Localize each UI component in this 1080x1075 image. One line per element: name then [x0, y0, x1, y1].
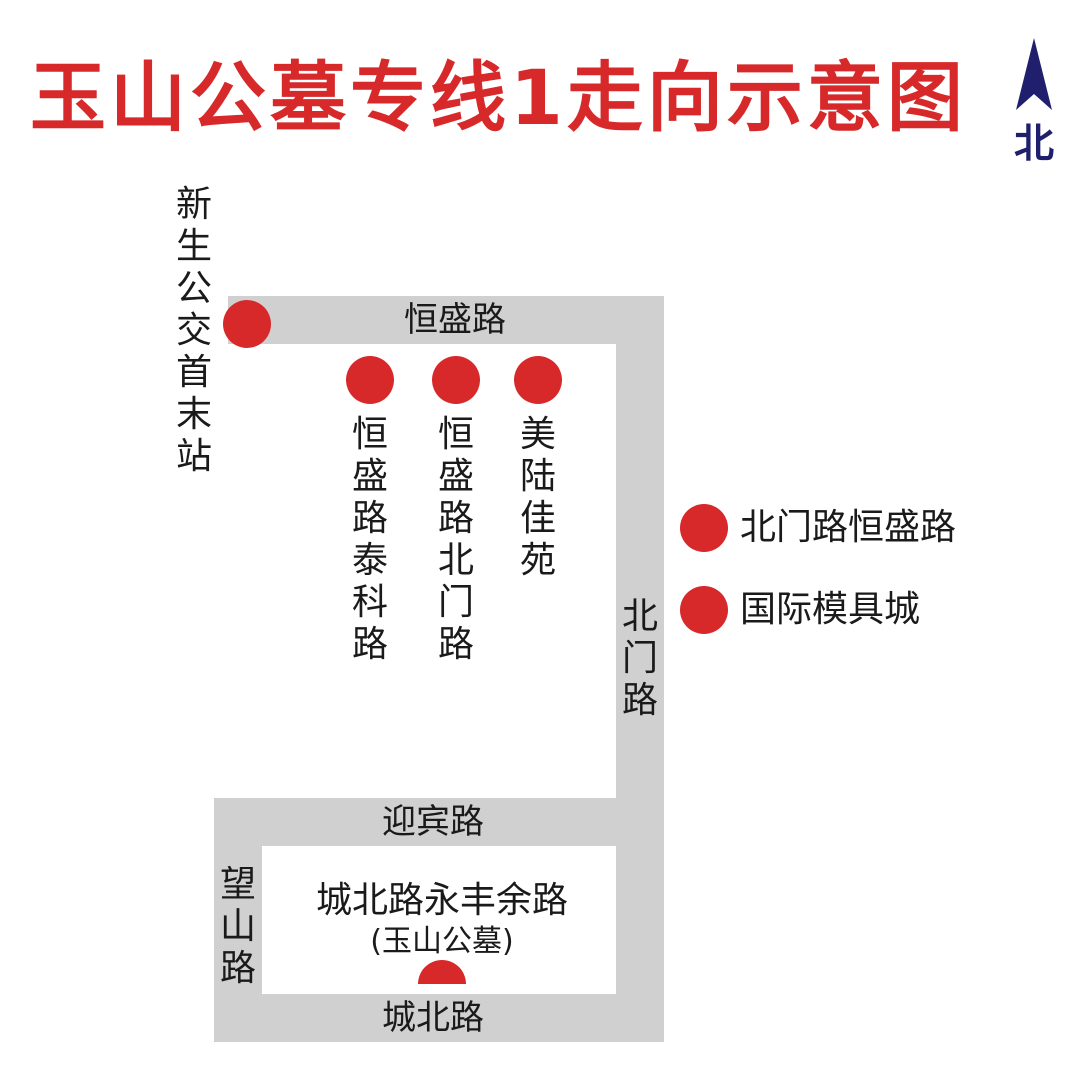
road-chengbei: [214, 994, 664, 1042]
stop-dot-guoji-mojucheng: [680, 586, 728, 634]
road-label-yingbin: 迎宾路: [382, 802, 484, 842]
road-label-wangshan: 望山路: [219, 864, 256, 989]
road-label-chengbei: 城北路: [382, 998, 484, 1038]
stop-label-guoji-mojucheng: 国际模具城: [740, 589, 921, 630]
stop-dot-beimen-hengsheng: [680, 504, 728, 552]
north-arrow-icon: [1016, 38, 1052, 110]
stop-label-start: 新生公交首末站: [175, 184, 212, 477]
map-title: 玉山公墓专线1走向示意图: [30, 53, 967, 142]
stop-label-meilu-jiayuan: 美陆佳苑: [519, 414, 556, 581]
stop-dot-meilu-jiayuan: [514, 356, 562, 404]
stop-label-terminus: 城北路永丰余路: [315, 880, 568, 921]
stop-dot-hengsheng-taike: [346, 356, 394, 404]
road-label-beimen: 北门路: [621, 596, 658, 721]
stop-dot-start: [223, 300, 271, 348]
compass-north-label: 北: [1014, 121, 1054, 167]
stop-label-beimen-hengsheng: 北门路恒盛路: [740, 507, 957, 548]
road-yingbin: [214, 798, 664, 846]
road-beimen: [616, 296, 664, 1042]
road-hengsheng: [228, 296, 664, 344]
road-label-hengsheng: 恒盛路: [404, 300, 506, 340]
stop-label-terminus-sub: (玉山公墓): [370, 924, 514, 959]
stop-dot-terminus: [418, 960, 466, 984]
stop-label-hengsheng-beimen: 恒盛路北门路: [437, 414, 474, 665]
stop-label-hengsheng-taike: 恒盛路泰科路: [351, 414, 388, 665]
compass: 北: [1004, 38, 1064, 168]
stop-dot-hengsheng-beimen: [432, 356, 480, 404]
